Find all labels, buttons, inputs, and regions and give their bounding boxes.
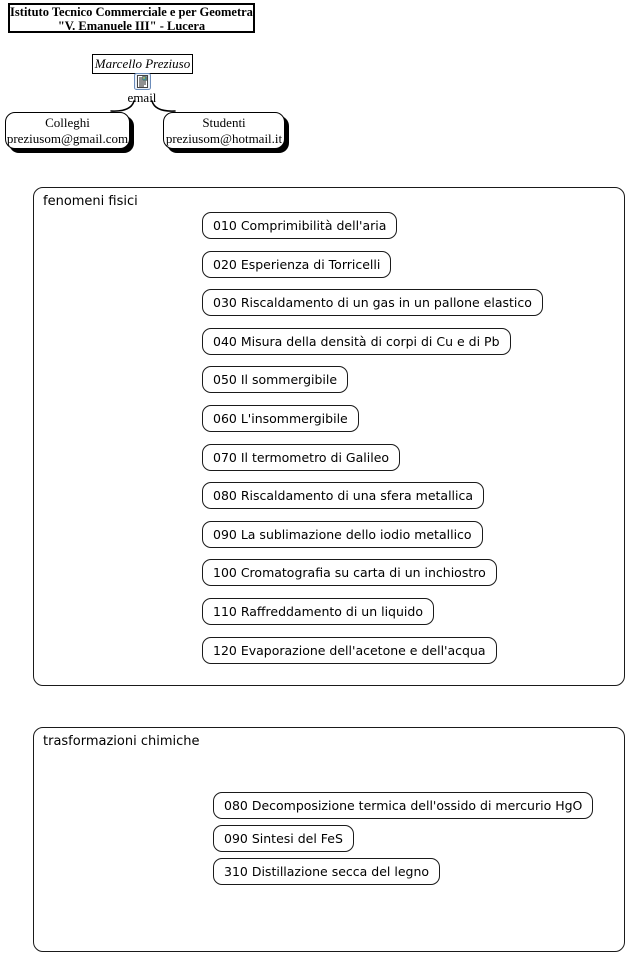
experiment-link-chim-080[interactable]: 080 Decomposizione termica dell'ossido d… [213, 792, 594, 819]
experiment-link-070[interactable]: 070 Il termometro di Galileo [202, 443, 401, 471]
experiment-link-chim-310[interactable]: 310 Distillazione secca del legno [213, 858, 441, 885]
experiment-link-030[interactable]: 030 Riscaldamento di un gas in un pallon… [202, 289, 543, 317]
school-title-line1: Istituto Tecnico Commerciale e per Geome… [10, 5, 253, 19]
contact-card-studenti[interactable]: Studenti preziusom@hotmail.it [163, 112, 285, 149]
section-trasformazioni-chimiche: trasformazioni chimiche 080 Decomposizio… [33, 727, 625, 952]
author-name-box: Marcello Preziuso [92, 54, 193, 74]
experiment-link-120[interactable]: 120 Evaporazione dell'acetone e dell'acq… [202, 636, 497, 664]
section-title: fenomeni fisici [43, 194, 138, 209]
experiment-link-080[interactable]: 080 Riscaldamento di una sfera metallica [202, 482, 485, 510]
section-fenomeni-fisici: fenomeni fisici 010 Comprimibilità dell'… [33, 187, 625, 686]
experiment-link-020[interactable]: 020 Esperienza di Torricelli [202, 250, 392, 278]
experiment-link-090[interactable]: 090 La sublimazione dello iodio metallic… [202, 520, 483, 548]
experiment-link-050[interactable]: 050 Il sommergibile [202, 366, 349, 394]
contact-card-colleghi[interactable]: Colleghi preziusom@gmail.com [5, 112, 130, 149]
experiment-link-040[interactable]: 040 Misura della densità di corpi di Cu … [202, 327, 511, 355]
contact-email: preziusom@gmail.com [6, 131, 129, 146]
school-title-line2: "V. Emanuele III" - Lucera [57, 18, 206, 33]
school-title-box: Istituto Tecnico Commerciale e per Geome… [8, 3, 255, 33]
experiment-link-110[interactable]: 110 Raffreddamento di un liquido [202, 597, 434, 625]
experiment-link-060[interactable]: 060 L'insommergibile [202, 404, 359, 432]
contact-title: Colleghi [45, 115, 90, 130]
experiment-list: 080 Decomposizione termica dell'ossido d… [213, 792, 594, 885]
contact-email: preziusom@hotmail.it [165, 131, 283, 146]
experiment-link-010[interactable]: 010 Comprimibilità dell'aria [202, 212, 398, 239]
email-link-label: email [127, 90, 157, 105]
section-title: trasformazioni chimiche [43, 734, 200, 749]
author-name: Marcello Preziuso [94, 56, 191, 71]
experiment-link-100[interactable]: 100 Cromatografia su carta di un inchios… [202, 559, 497, 587]
email-document-icon[interactable] [134, 73, 151, 90]
experiment-link-chim-090[interactable]: 090 Sintesi del FeS [213, 825, 354, 852]
experiment-list: 010 Comprimibilità dell'aria 020 Esperie… [202, 212, 543, 664]
contact-title: Studenti [202, 115, 246, 130]
